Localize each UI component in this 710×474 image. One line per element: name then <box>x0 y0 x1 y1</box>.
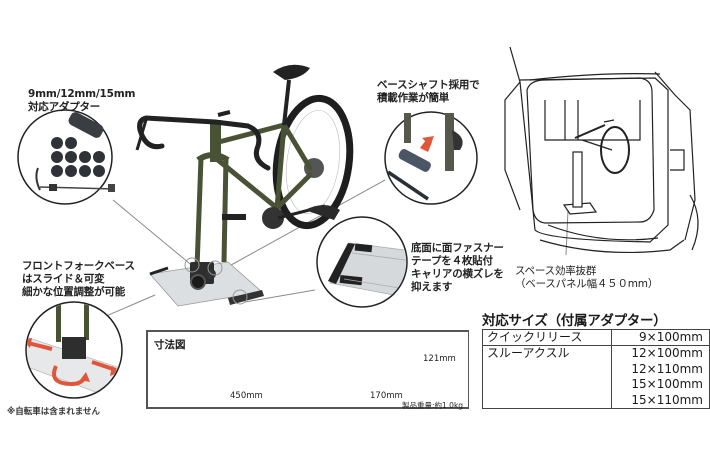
axle-size-value: 12×100mm <box>631 346 703 360</box>
fastener-detail-circle <box>316 216 408 308</box>
axle-type-cell: スルーアクスル <box>481 345 613 409</box>
dimension-diagram-box: 寸法図 <box>146 330 469 409</box>
fork-base-callout: フロントフォークベース はスライド＆可変 細かな位置調整が可能 <box>22 260 135 299</box>
van-interior-illustration <box>504 46 699 254</box>
compatible-sizes-title: 対応サイズ（付属アダプター） <box>482 313 667 329</box>
adapter-callout-line-2: 対応アダプター <box>28 101 101 113</box>
bicycle-not-included-note: ※自転車は含まれません <box>7 407 101 417</box>
fork-base-callout-line-1: フロントフォークベース <box>22 260 135 272</box>
axle-type-cell: クイックリリース <box>481 329 613 346</box>
axle-size-value: 15×100mm <box>631 377 703 391</box>
product-weight-label: 製品重量:約1.0kg <box>402 401 464 410</box>
dimension-diagram-title: 寸法図 <box>154 339 186 351</box>
table-row: クイックリリース 9×100mm <box>481 329 710 346</box>
axle-size-cell: 12×100mm 12×110mm 15×100mm 15×110mm <box>611 345 710 409</box>
height-dimension-label: 121mm <box>423 354 456 364</box>
base-shaft-callout-line-1: ベースシャフト採用で <box>377 79 480 91</box>
axle-size-value: 12×110mm <box>631 361 703 376</box>
compatible-sizes-table: クイックリリース 9×100mm スルーアクスル 12×100mm 12×110… <box>481 329 710 409</box>
fastener-callout: 底面に面ファスナー テープを４枚貼付 キャリアの横ズレを 抑えます <box>411 242 504 294</box>
adapter-callout: 9mm/12mm/15mm 対応アダプター <box>28 88 135 114</box>
space-callout: スペース効率抜群 （ベースパネル幅４５０mm） <box>515 265 658 291</box>
fastener-callout-line-1: 底面に面ファスナー <box>411 242 504 254</box>
base-shaft-callout: ベースシャフト採用で 積載作業が簡単 <box>377 79 480 105</box>
axle-size-cell: 9×100mm <box>611 329 710 346</box>
carrier-base <box>149 257 264 307</box>
slide-adjust-detail-circle <box>25 301 123 399</box>
fastener-callout-line-2: テープを４枚貼付 <box>411 255 493 267</box>
fork-base-callout-line-3: 細かな位置調整が可能 <box>22 286 125 298</box>
adapter-detail-circle <box>17 109 116 205</box>
fastener-callout-line-3: キャリアの横ズレを <box>411 268 504 280</box>
adapter-callout-line-1: 9mm/12mm/15mm <box>28 88 136 100</box>
bicycle-on-carrier <box>135 64 354 269</box>
fork-base-callout-line-2: はスライド＆可変 <box>22 273 105 285</box>
base-shaft-callout-line-2: 積載作業が簡単 <box>377 92 450 104</box>
table-row: スルーアクスル 12×100mm 12×110mm 15×100mm 15×11… <box>481 345 710 409</box>
fastener-callout-line-4: 抑えます <box>411 281 453 293</box>
axle-size-value: 15×110mm <box>631 392 703 407</box>
base-shaft-detail-circle <box>384 111 478 205</box>
space-callout-line-2: （ベースパネル幅４５０mm） <box>515 278 659 290</box>
space-callout-line-1: スペース効率抜群 <box>515 265 597 277</box>
depth-dimension-label: 170mm <box>370 391 403 401</box>
width-dimension-label: 450mm <box>230 391 263 401</box>
